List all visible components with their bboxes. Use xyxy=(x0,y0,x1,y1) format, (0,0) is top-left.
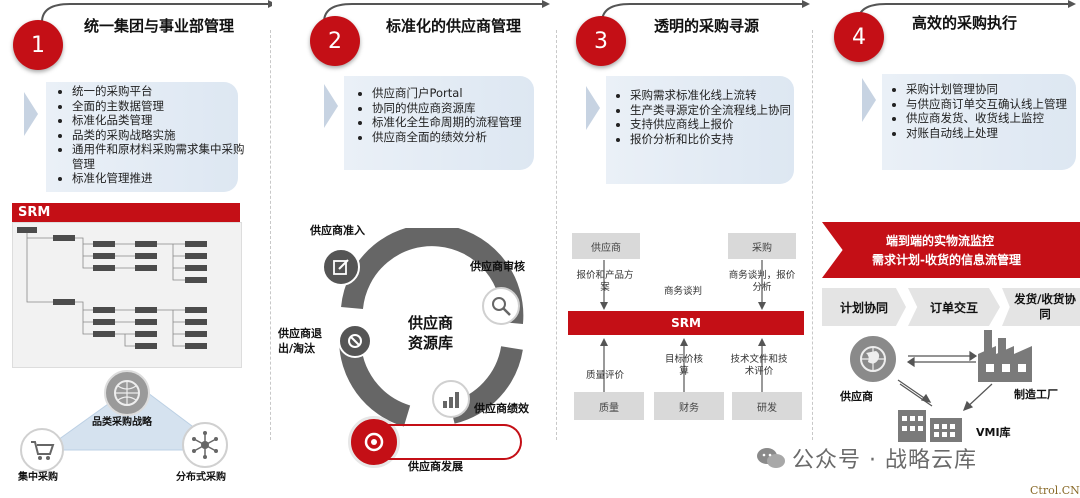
stage-exit: 供应商退出/淘汰 xyxy=(278,327,322,355)
step-order-interaction: 订单交互 xyxy=(908,288,1000,326)
monitor-banner xyxy=(822,222,1080,278)
warehouse-icon xyxy=(898,410,962,442)
center-label-pool: 资源库 xyxy=(408,334,454,352)
bullet-item: 采购计划管理协同 xyxy=(906,82,1080,97)
label-target-price: 目标价核算 xyxy=(664,354,703,377)
label-distributed-purchasing: 分布式采购 xyxy=(176,472,226,483)
network-icon xyxy=(182,422,228,468)
column-divider-2 xyxy=(556,30,557,440)
label-business: 商务谈判 xyxy=(663,286,702,297)
wechat-logo-icon xyxy=(756,446,786,470)
admission-icon xyxy=(322,248,360,286)
chevron-icon xyxy=(24,92,38,136)
bullet-item: 支持供应商线上报价 xyxy=(630,117,802,132)
column-divider-1 xyxy=(270,30,271,440)
label-central-purchasing: 集中采购 xyxy=(18,472,58,483)
bullet-item: 标准化全生命周期的流程管理 xyxy=(372,115,544,130)
performance-icon xyxy=(432,380,470,418)
bullet-item: 标准化管理推进 xyxy=(72,171,247,186)
arrows-top xyxy=(600,260,766,310)
column-title-3: 透明的采购寻源 xyxy=(654,17,760,35)
bullet-item: 品类的采购战略实施 xyxy=(72,128,247,143)
label-quality-eval: 质量评价 xyxy=(585,370,624,381)
bullet-box-2 xyxy=(344,76,534,170)
corner-mark: Ctrol.CN xyxy=(1030,484,1080,497)
exit-icon xyxy=(338,324,372,358)
column-title-1: 统一集团与事业部管理 xyxy=(84,17,235,35)
strategy-triangle xyxy=(42,383,226,451)
globe-icon xyxy=(104,370,150,416)
bullet-item: 全面的主数据管理 xyxy=(72,99,247,114)
bullet-box-1 xyxy=(46,82,238,192)
bullet-item: 与供应商订单交互确认线上管理 xyxy=(906,97,1080,112)
column-divider-3 xyxy=(812,30,813,440)
label-tech-eval: 技术文件和技术评价 xyxy=(730,354,788,377)
bullet-item: 生产类寻源定价全流程线上协同 xyxy=(630,103,802,118)
chevron-icon xyxy=(324,84,338,128)
bullet-box-4 xyxy=(882,74,1076,170)
bullet-item: 通用件和原材料采购需求集中采购管理 xyxy=(72,142,247,171)
bullet-list-1: 统一的采购平台 全面的主数据管理 标准化品类管理 品类的采购战略实施 通用件和原… xyxy=(58,84,247,186)
bullet-list-3: 采购需求标准化线上流转 生产类寻源定价全流程线上协同 支持供应商线上报价 报价分… xyxy=(616,88,802,146)
development-ring-arc xyxy=(380,424,522,460)
banner-line-2: 需求计划-收货的信息流管理 xyxy=(872,253,1021,267)
label-vmi: VMI库 xyxy=(976,426,1011,439)
globe-icon xyxy=(850,336,896,382)
center-label-supplier: 供应商 xyxy=(408,314,454,332)
srm-panel-header: SRM xyxy=(12,203,240,222)
step-number-4: 4 xyxy=(834,12,884,62)
bullet-item: 报价分析和比价支持 xyxy=(630,132,802,147)
column-title-2: 标准化的供应商管理 xyxy=(386,17,522,35)
step-shipping-sync: 发货/收货协同 xyxy=(1002,288,1080,326)
bullet-item: 采购需求标准化线上流转 xyxy=(630,88,802,103)
flow-arrows xyxy=(897,350,993,412)
bullet-item: 协同的供应商资源库 xyxy=(372,101,544,116)
step-number-2: 2 xyxy=(310,16,360,66)
bullet-box-3 xyxy=(606,76,794,184)
finance-box: 财务 xyxy=(654,392,724,420)
watermark-text: 公众号 · 战略云库 xyxy=(792,448,977,473)
srm-tree-panel xyxy=(12,222,242,368)
step-number-1: 1 xyxy=(13,20,63,70)
bullet-item: 统一的采购平台 xyxy=(72,84,247,99)
purchasing-box: 采购 xyxy=(728,233,796,259)
step-plan-sync: 计划协同 xyxy=(822,288,906,326)
banner-line-1: 端到端的实物流监控 xyxy=(886,234,995,248)
stage-review: 供应商审核 xyxy=(470,260,525,273)
stage-admission: 供应商准入 xyxy=(310,224,365,237)
bullet-item: 供应商门户Portal xyxy=(372,86,544,101)
column-title-4: 高效的采购执行 xyxy=(912,14,1018,32)
label-category-strategy: 品类采购战略 xyxy=(92,417,152,428)
bullet-item: 标准化品类管理 xyxy=(72,113,247,128)
label-supplier: 供应商 xyxy=(840,390,873,403)
chevron-icon xyxy=(862,78,876,122)
label-quote: 报价和产品方案 xyxy=(576,270,634,293)
arrows-bottom xyxy=(600,338,766,392)
rd-box: 研发 xyxy=(732,392,802,420)
step-number-3: 3 xyxy=(576,16,626,66)
bullet-item: 供应商发货、收货线上监控 xyxy=(906,111,1080,126)
label-factory: 制造工厂 xyxy=(1014,388,1058,401)
stage-development: 供应商发展 xyxy=(408,460,463,473)
factory-icon xyxy=(978,330,1032,382)
quality-box: 质量 xyxy=(574,392,644,420)
bullet-item: 供应商全面的绩效分析 xyxy=(372,130,544,145)
stage-performance: 供应商绩效 xyxy=(474,402,529,415)
audit-icon xyxy=(482,287,520,325)
srm-bar: SRM xyxy=(568,311,804,335)
bullet-list-2: 供应商门户Portal 协同的供应商资源库 标准化全生命周期的流程管理 供应商全… xyxy=(358,86,544,144)
shopping-cart-icon xyxy=(20,428,64,472)
supplier-box: 供应商 xyxy=(572,233,640,259)
bullet-item: 对账自动线上处理 xyxy=(906,126,1080,141)
tree-diagram xyxy=(17,227,207,349)
chevron-icon xyxy=(586,86,600,130)
header-arc-1 xyxy=(41,0,272,23)
bullet-list-4: 采购计划管理协同 与供应商订单交互确认线上管理 供应商发货、收货线上监控 对账自… xyxy=(892,82,1080,140)
